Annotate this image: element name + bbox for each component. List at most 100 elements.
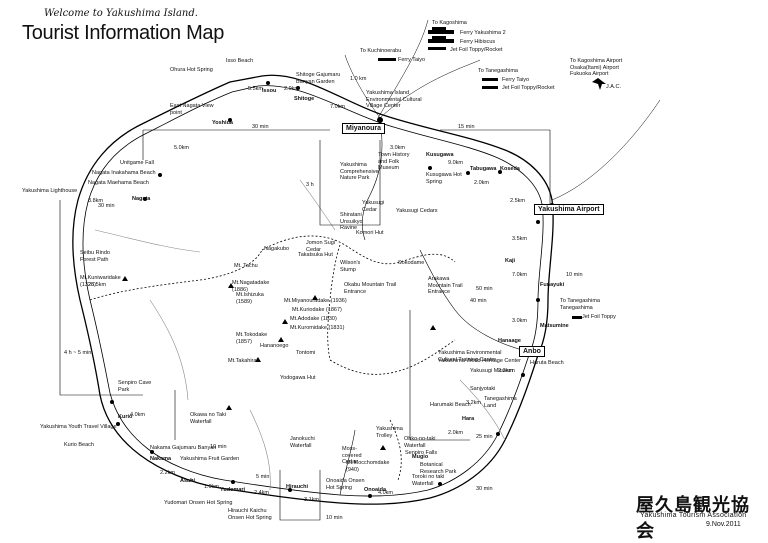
association-name-jp: 屋久島観光協会 <box>636 495 750 542</box>
distance-label: 7.0km <box>330 104 345 110</box>
place-kurio: Kurio <box>118 414 133 420</box>
place-spirit-cave: Senpiro Cave Park <box>118 380 152 393</box>
place-issou: Issou <box>262 88 277 94</box>
place-yoshida: Yoshida <box>212 120 233 126</box>
place-hanaage: Hanaage <box>498 338 521 344</box>
distance-label: 5.0km <box>174 145 189 151</box>
place-nagakubo: Nagakubo <box>264 246 290 252</box>
place-mt-kuniwari: Mt.Kuniwaridake (1323) <box>80 275 121 288</box>
place-mt-ishizuka: Mt.Ishizuka (1589) <box>236 292 264 305</box>
place-koseda: Koseda <box>500 166 520 172</box>
distance-label: 2.9km <box>284 86 299 92</box>
place-botanical: Botanical Research Park <box>420 462 457 475</box>
distance-label: 3.2km <box>466 400 481 406</box>
place-kurio-beach: Kurio Beach <box>64 442 94 448</box>
label-to-tanegashima-2: To Tanegashima Tanegashima <box>560 298 600 311</box>
place-shitoge-garden: Shitoge Gajumaru Banyan Garden <box>296 72 341 85</box>
distance-label: 2.0km <box>474 180 489 186</box>
mountain-road <box>361 121 383 241</box>
place-nakama: Nakama <box>150 456 172 462</box>
place-nagata: Nagata <box>132 196 151 202</box>
time-label: 30 min <box>476 486 493 492</box>
place-mt-kuromi: Mt.Kuromidake (1831) <box>290 325 345 331</box>
place-yakusugi-museum: Yakusugi Museum <box>470 368 515 374</box>
place-history-museum: Town History and Folk Museum <box>378 152 410 171</box>
distance-label: 4.0km <box>378 490 393 496</box>
label-jetfoil-toppy: Jet Foil Toppy <box>582 314 616 320</box>
forest-path <box>389 419 402 481</box>
distance-label: 2.4km <box>254 490 269 496</box>
place-tabugawa: Tabugawa <box>470 166 497 172</box>
place-komori-hut: Komori Hut <box>356 230 384 236</box>
time-label: 30 min <box>98 203 115 209</box>
place-shiratani: Shiratani Unsuikyo Ravine <box>340 212 363 231</box>
place-unzen-fall: Unitgame Fall <box>120 160 154 166</box>
map-title: Tourist Information Map <box>22 22 225 44</box>
time-label: 25 min <box>476 434 493 440</box>
label-jetfoil-2: Jet Foil Toppy/Rocket <box>502 85 555 91</box>
place-yodogawa-hut: Yodogawa Hut <box>280 375 316 381</box>
place-mt-kurio: Mt.Kuriodake (1867) <box>292 307 342 313</box>
label-to-kuchinoerabu: To Kuchinoerabu <box>360 48 402 54</box>
place-yakusugi-cedar: Yakusugi Cedar <box>362 200 385 213</box>
place-takatsuka: Takatsuka Hut <box>298 252 333 258</box>
place-mt-tokodake: Mt.Tokodake (1857) <box>236 332 268 345</box>
distance-label: 3.5km <box>512 236 527 242</box>
coastline <box>72 74 554 505</box>
place-fruit-garden: Yakushima Fruit Garden <box>180 456 240 462</box>
place-kaji: Kaji <box>505 258 516 264</box>
mountain-road <box>339 429 356 496</box>
place-okawa-fall: Okawa no Taki Waterfall <box>190 412 226 425</box>
place-ohura: Ohura Hot Spring <box>170 67 213 73</box>
association-name-en: Yakushima Tourism Association <box>640 512 747 519</box>
place-yudomari: Yudomari <box>220 487 246 493</box>
place-isso-beach: Isso Beach <box>226 58 254 64</box>
place-environmental-center: Yakushima Island Environmental Cultural … <box>366 90 422 109</box>
label-jetfoil: Jet Foil Toppy/Rocket <box>450 47 503 53</box>
place-hirauchi-spring: Hirauchi Kaichu Onsen Hot Spring <box>228 508 272 521</box>
distance-label: 2.0km <box>448 430 463 436</box>
place-kigen-cedar: Yakusugi Cedars <box>396 208 438 214</box>
time-label: 5 min <box>256 474 270 480</box>
place-okabu: Okabu Mountain Trail Entrance <box>344 282 397 295</box>
label-jac: J.A.C. <box>606 84 621 90</box>
time-label: 10 min <box>210 444 227 450</box>
place-mt-nagata: Mt.Nagatadake (1886) <box>232 280 270 293</box>
place-toroki: Toroki no taki Waterfall <box>412 474 445 487</box>
label-ferry-hibiscus: Ferry Hibiscus <box>460 39 496 45</box>
place-seibu-forest: Seibu Rindo Forest Path <box>80 250 110 263</box>
place-mt-miyanoura: Mt.Miyanouradake (1936) <box>284 298 347 304</box>
place-onoaida: Onoaida <box>364 487 387 493</box>
label-to-tanegashima: To Tanegashima <box>478 68 518 74</box>
publication-date: 9.Nov.2011 <box>706 521 741 528</box>
place-jomon-cedar: Jomon Sugi Cedar <box>306 240 336 253</box>
airplane-icon <box>592 78 606 90</box>
place-hara: Hara <box>462 416 475 422</box>
place-senpiro-fall: Senpiro Falls <box>405 450 438 456</box>
distance-label: 7.0km <box>512 272 527 278</box>
sea-route <box>344 19 661 201</box>
distance-label: 4.0km <box>130 412 145 418</box>
place-nature-park: Yakushima Comprehensive Nature Park <box>340 162 379 181</box>
place-mt-takahirai: Mt.Takahirai <box>228 358 258 364</box>
place-hanano-ego: Hananoego <box>260 343 289 349</box>
place-youth-travel: Yakushima Youth Travel Village <box>40 424 117 430</box>
time-label: 50 min <box>476 286 493 292</box>
time-label: 10 min <box>326 515 343 521</box>
distance-label: 9.0km <box>448 160 463 166</box>
place-haruta: Haruta Beach <box>530 360 564 366</box>
time-label: 40 min <box>470 298 487 304</box>
place-arakawa: Arakawa Mountain Trail Entrance <box>428 276 463 295</box>
label-ferry-taiyo-2: Ferry Taiyo <box>502 77 530 83</box>
place-lighthouse: Yakushima Lighthouse <box>22 188 78 194</box>
place-janokuchi: Janokuchi Waterfall <box>290 436 315 449</box>
place-kusugawa-spring: Kusugawa Hot Spring <box>426 172 462 185</box>
place-matsumine: Matsumine <box>540 323 569 329</box>
place-sokodame: Sokodame <box>398 260 425 266</box>
time-label: 10 min <box>566 272 583 278</box>
distance-label: 26.5km <box>88 282 107 288</box>
label-ferry-taiyo: Ferry Taiyo <box>398 57 426 63</box>
map-subtitle: Welcome to Yakushima Island. <box>44 8 198 19</box>
